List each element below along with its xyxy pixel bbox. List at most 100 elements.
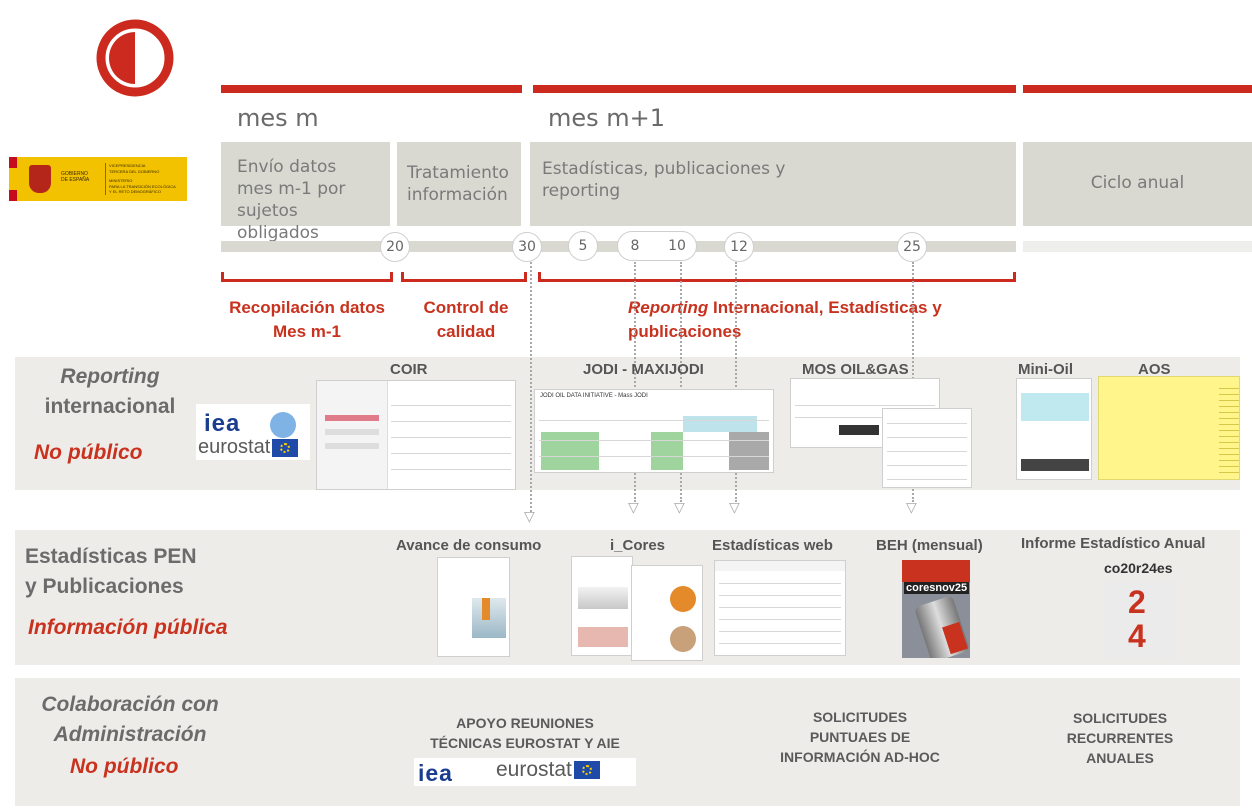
- label-recopilacion-line2: Mes m-1: [272, 322, 342, 341]
- day-30: 30: [512, 232, 542, 262]
- row-reporting-title-line1: Reporting: [60, 365, 160, 388]
- phase-envio-label: Envío datos mes m-1 por sujetos obligado…: [237, 157, 346, 243]
- phase-ciclo: Ciclo anual: [1023, 142, 1252, 226]
- doc-avance: [437, 557, 510, 657]
- doc-jodi-green-block: [541, 432, 599, 470]
- gov-line-1: VICEPRESIDENCIA: [109, 163, 146, 168]
- bracket-reporting: [538, 272, 1016, 282]
- doc-jodi-green-block-2: [651, 432, 683, 470]
- doc-web: [714, 560, 846, 656]
- doc-mos-2: [882, 408, 972, 488]
- phase-estadisticas-label: Estadísticas, publicaciones y reporting: [542, 159, 786, 201]
- gov-line-2: TERCERA DEL GOBIERNO: [109, 168, 160, 174]
- arrow-12-head: ▽: [729, 499, 740, 515]
- arrow-30: [530, 262, 532, 512]
- item-beh: BEH (mensual): [876, 537, 983, 554]
- item-aos: AOS: [1138, 361, 1171, 378]
- row-colaboracion-title: Colaboración con Administración: [20, 690, 240, 750]
- item-avance: Avance de consumo: [396, 537, 542, 554]
- coat-of-arms-icon: [29, 165, 51, 193]
- doc-beh-top: [902, 560, 970, 582]
- doc-icores-red-block: [578, 627, 628, 647]
- doc-anual: 2 4: [1104, 582, 1176, 658]
- eu-flag-icon: [272, 438, 299, 457]
- bracket-recopilacion: [221, 272, 393, 282]
- colab-eurostat-logo: eurostat: [496, 758, 600, 782]
- day-20: 20: [380, 232, 410, 262]
- doc-avance-orange: [482, 598, 490, 620]
- doc-beh-brand: coresnov25: [904, 582, 970, 594]
- doc-jodi: JODI OIL DATA INITIATIVE - Mass JODI: [534, 389, 774, 473]
- doc-beh: coresnov25: [902, 560, 970, 658]
- gov-line-5: Y EL RETO DEMOGRÁFICO: [109, 189, 161, 194]
- doc-jodi-cyan-block: [683, 416, 757, 432]
- doc-mos-dark-block: [839, 425, 879, 435]
- doc-icores-orange-pie-icon: [670, 586, 696, 612]
- colab-recurrentes: SOLICITUDES RECURRENTES ANUALES: [1035, 708, 1205, 768]
- eurostat-logo-text: eurostat: [198, 436, 271, 458]
- label-reporting: Reporting Internacional, Estadísticas y …: [628, 296, 1008, 344]
- item-anual: Informe Estadístico Anual: [1021, 535, 1206, 552]
- gov-label-1: GOBIERNO: [61, 171, 88, 177]
- gov-label-2: DE ESPAÑA: [61, 177, 90, 183]
- gov-line-4: PARA LA TRANSICIÓN ECOLÓGICA: [109, 183, 176, 189]
- timeline-track-annual: [1023, 241, 1252, 252]
- doc-web-header: [715, 561, 845, 571]
- label-reporting-em: Reporting: [628, 298, 709, 317]
- item-mos: MOS OIL&GAS: [802, 361, 909, 378]
- phase-ciclo-label: Ciclo anual: [1090, 173, 1185, 193]
- month-m1-label: mes m+1: [548, 104, 666, 132]
- annual-bar: [1023, 85, 1252, 93]
- arrow-8: [634, 262, 636, 502]
- doc-icores-gray-pie-icon: [670, 626, 696, 652]
- day-5: 5: [568, 231, 598, 261]
- gov-line-3: MINISTERIO: [109, 178, 133, 183]
- doc-minioil: [1016, 378, 1092, 480]
- item-minioil: Mini-Oil: [1018, 361, 1073, 378]
- doc-coir-red-field: [325, 415, 379, 421]
- row-reporting-title: Reporting internacional: [20, 362, 200, 422]
- arrow-10: [680, 262, 682, 502]
- colab-puntuales-line3: INFORMACIÓN AD-HOC: [780, 749, 940, 765]
- doc-anual-brand: co20r24es: [1104, 560, 1173, 576]
- doc-anual-digit-top: 2: [1128, 584, 1146, 620]
- label-control: Control de calidad: [406, 296, 526, 344]
- day-8: 8: [630, 238, 640, 254]
- doc-jodi-title: JODI OIL DATA INITIATIVE - Mass JODI: [540, 393, 648, 399]
- colab-puntuales-line1: SOLICITUDES: [812, 709, 908, 725]
- spain-flag-icon: [9, 157, 17, 201]
- row-estadisticas-title: Estadísticas PEN y Publicaciones: [25, 542, 215, 602]
- row-colaboracion-title-line2: Administración: [53, 723, 207, 746]
- half-circle-logo-icon: [95, 18, 175, 98]
- colab-apoyo-line2: TÉCNICAS EUROSTAT Y AIE: [430, 735, 620, 751]
- month-m-bar: [221, 85, 522, 93]
- label-control-line1: Control de: [423, 298, 509, 317]
- label-control-line2: calidad: [436, 322, 496, 341]
- day-8-10-pill: [617, 231, 697, 261]
- row-colaboracion-title-line1: Colaboración con: [41, 693, 219, 716]
- colab-apoyo: APOYO REUNIONES TÉCNICAS EUROSTAT Y AIE: [395, 713, 655, 753]
- doc-aos-grid: [1219, 383, 1239, 477]
- colab-recurrentes-line1: SOLICITUDES: [1072, 710, 1168, 726]
- colab-eurostat-text: eurostat: [496, 758, 572, 781]
- doc-coir-field: [325, 443, 379, 449]
- doc-anual-digit-bottom: 4: [1128, 618, 1146, 654]
- colab-recurrentes-line2: RECURRENTES: [1066, 730, 1174, 746]
- label-recopilacion-line1: Recopilación datos: [229, 298, 385, 317]
- row-estadisticas-subtitle: Información pública: [28, 616, 228, 639]
- doc-icores-chart: [578, 587, 628, 609]
- doc-jodi-dark-block: [729, 432, 769, 470]
- day-10: 10: [668, 238, 686, 254]
- item-web: Estadísticas web: [712, 537, 833, 554]
- day-12: 12: [724, 232, 754, 262]
- arrow-10-head: ▽: [674, 499, 685, 515]
- colab-iea-logo: iea: [418, 760, 453, 786]
- phase-envio: Envío datos mes m-1 por sujetos obligado…: [221, 142, 390, 243]
- doc-coir: [316, 380, 516, 490]
- colab-recurrentes-line3: ANUALES: [1086, 750, 1154, 766]
- un-logo-icon: [270, 412, 296, 438]
- eurostat-logo: eurostat: [198, 436, 299, 459]
- arrow-12: [735, 262, 737, 502]
- item-coir: COIR: [390, 361, 428, 378]
- arrow-30-head: ▽: [524, 508, 535, 524]
